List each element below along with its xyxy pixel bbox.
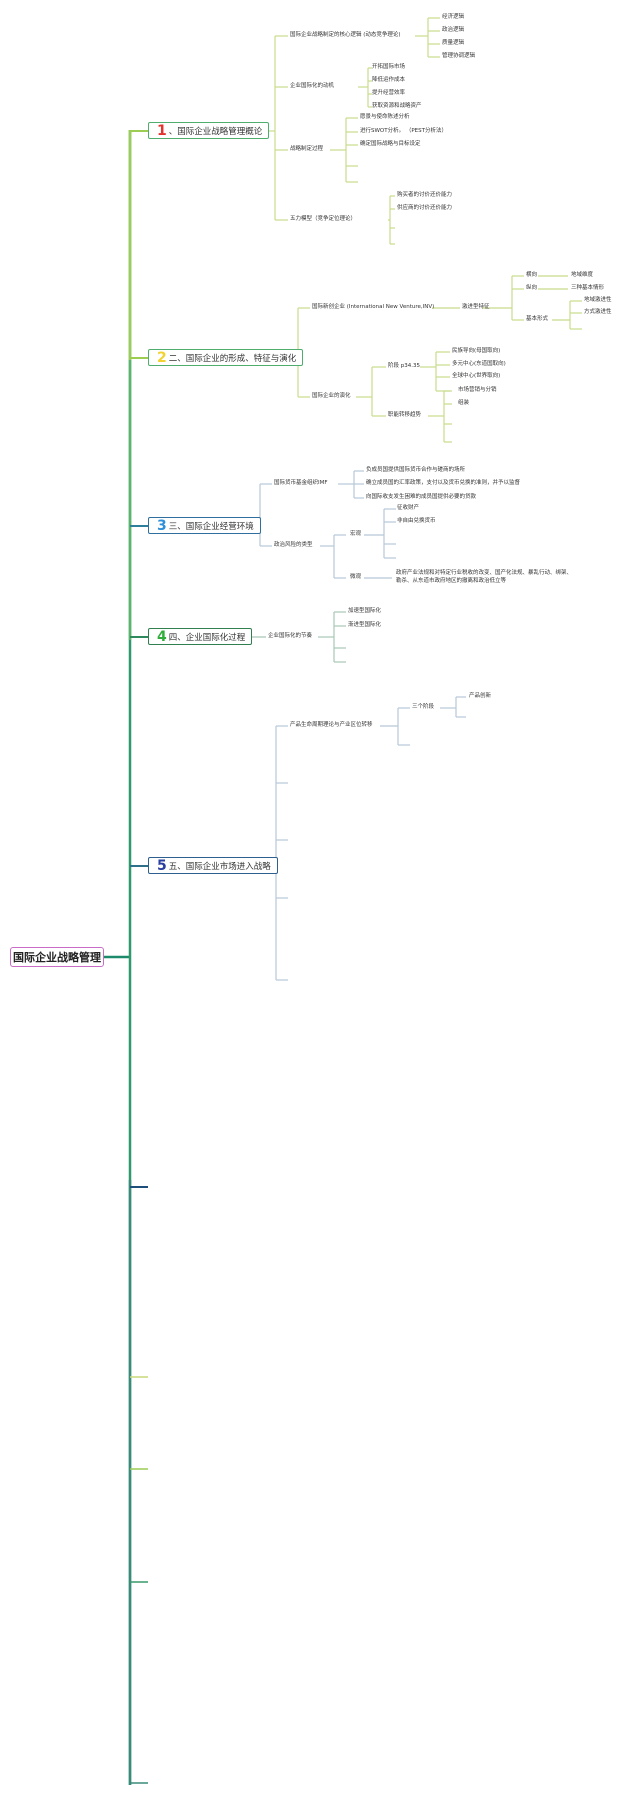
node-macro-item[interactable]: 非自由兑换货币: [397, 518, 436, 524]
node-process-item[interactable]: 进行SWOT分析。 （PEST分析法）: [360, 128, 448, 134]
node-form-item[interactable]: 地域激进性: [584, 297, 612, 303]
node-rhythm[interactable]: 企业国际化的节奏: [268, 633, 313, 639]
section-1-label: 、国际企业战略管理概论: [168, 126, 263, 137]
node-evolution[interactable]: 国际企业的演化: [312, 393, 351, 399]
section-3-node[interactable]: 3 三、国际企业经营环境: [148, 517, 261, 534]
section-5-label: 五、国际企业市场进入战略: [168, 861, 271, 872]
section-3-number: 3: [157, 517, 167, 534]
node-inv-feature[interactable]: 激进型特征: [462, 304, 490, 310]
node-five-item[interactable]: 供应商的讨价还价能力: [397, 205, 453, 211]
node-logic-item[interactable]: 政治逻辑: [442, 27, 465, 33]
node-direction-item[interactable]: 三种基本情形: [571, 285, 605, 291]
section-1-number: 1: [157, 122, 167, 139]
node-logic-item[interactable]: 经济逻辑: [442, 14, 465, 20]
node-three-stages[interactable]: 三个阶段: [412, 704, 435, 710]
node-micro[interactable]: 微观: [350, 574, 362, 580]
node-direction[interactable]: 横向: [526, 272, 538, 278]
node-political-risk[interactable]: 政治风险的类型: [274, 542, 313, 548]
node-rhythm-item[interactable]: 加速型国际化: [348, 608, 382, 614]
node-five-forces[interactable]: 五力模型（竞争定位理论）: [290, 216, 357, 222]
node-imf-item[interactable]: 向国际收支发生困难的成员国提供必要的贷款: [366, 494, 477, 500]
node-imf[interactable]: 国际货币基金组织IMF: [274, 480, 328, 486]
node-process-item[interactable]: 愿景与使命陈述分析: [360, 114, 410, 120]
node-process-item[interactable]: 确定国际战略与目标设定: [360, 141, 421, 147]
node-inv[interactable]: 国际新创企业 (International New Venture,INV): [312, 304, 435, 310]
node-stage[interactable]: 阶段 p34.35: [388, 363, 420, 369]
section-4-number: 4: [157, 628, 167, 645]
section-2-label: 二、国际企业的形成、特征与演化: [168, 353, 297, 364]
node-stage-item[interactable]: 民族导向(母国取向): [452, 348, 501, 354]
node-logic-item[interactable]: 质量逻辑: [442, 40, 465, 46]
node-motive-item[interactable]: 开拓国际市场: [372, 64, 406, 70]
node-process[interactable]: 战略制定过程: [290, 146, 324, 152]
section-4-label: 四、企业国际化过程: [168, 632, 246, 643]
node-motive-item[interactable]: 提升经营效率: [372, 90, 406, 96]
node-direction[interactable]: 基本形式: [526, 316, 549, 322]
node-imf-item[interactable]: 负成员国提供国际货币合作与磋商的场所: [366, 467, 466, 473]
node-imf-item[interactable]: 确立成员国的汇率政策，支付以及货币兑换的准则，并予以监督: [366, 480, 521, 486]
node-rhythm-item[interactable]: 渐进型国际化: [348, 622, 382, 628]
node-stage-innovation[interactable]: 产品创新: [469, 693, 492, 699]
section-2-node[interactable]: 2 二、国际企业的形成、特征与演化: [148, 349, 304, 366]
node-motive[interactable]: 企业国际化的动机: [290, 83, 335, 89]
node-motive-item[interactable]: 降低运作成本: [372, 77, 406, 83]
node-micro-item[interactable]: 政府产业法规和对特定行业税收的改变、国产化法规、暴乱行动、绑架、勒杀、从东道市政…: [396, 570, 573, 584]
node-direction[interactable]: 纵向: [526, 285, 538, 291]
node-motive-item[interactable]: 获取资源和战略资产: [372, 103, 422, 109]
node-logic-item[interactable]: 管理协调逻辑: [442, 53, 476, 59]
section-3-label: 三、国际企业经营环境: [168, 521, 254, 532]
node-form-item[interactable]: 方式激进性: [584, 309, 612, 315]
root-node[interactable]: 国际企业战略管理: [10, 947, 104, 967]
node-direction-item[interactable]: 地域维度: [571, 272, 594, 278]
section-4-node[interactable]: 4 四、企业国际化过程: [148, 628, 253, 645]
section-5-number: 5: [157, 857, 167, 874]
section-5-node[interactable]: 5 五、国际企业市场进入战略: [148, 857, 278, 874]
node-core-logic[interactable]: 国际企业战略制定的核心逻辑 (动态竞争理论): [290, 32, 401, 38]
section-2-number: 2: [157, 349, 167, 366]
node-stage-item[interactable]: 全球中心(世界取向): [452, 373, 501, 379]
node-trend-item[interactable]: 市场营销与分销: [458, 387, 497, 393]
section-1-node[interactable]: 1 、国际企业战略管理概论: [148, 122, 270, 139]
node-macro-item[interactable]: 征收财产: [397, 505, 420, 511]
node-macro[interactable]: 宏观: [350, 531, 362, 537]
node-trend-item[interactable]: 组装: [458, 400, 470, 406]
node-plc[interactable]: 产品生命周期理论与产业区位转移: [290, 722, 373, 728]
node-five-item[interactable]: 购买者的讨价还价能力: [397, 192, 453, 198]
node-stage-item[interactable]: 多元中心(东道国取向): [452, 361, 506, 367]
node-trend[interactable]: 职能转移趋势: [388, 412, 422, 418]
